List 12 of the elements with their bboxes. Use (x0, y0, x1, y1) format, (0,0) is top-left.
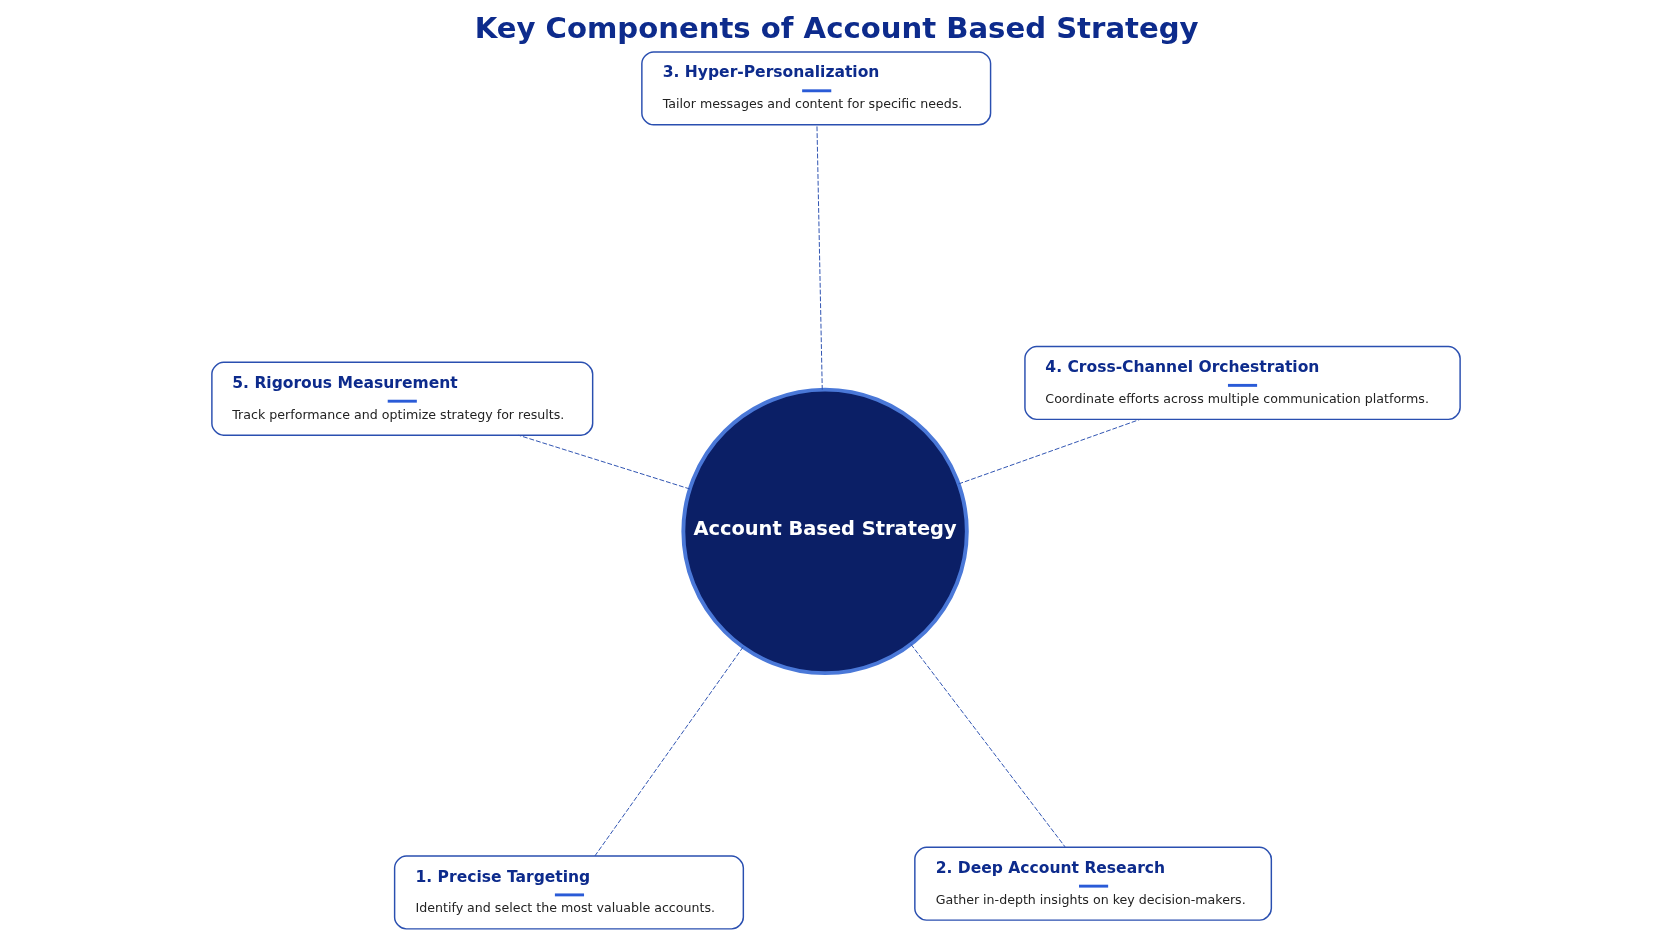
node-box: 3. Hyper-Personalization Tailor messages and content for specific needs. (641, 51, 992, 126)
connector (816, 124, 823, 391)
connector (958, 418, 1141, 485)
connector (910, 643, 1066, 848)
node-box: 1. Precise Targeting Identify and select the most valuable accounts. (393, 855, 745, 930)
connector (594, 646, 744, 857)
node-box: 5. Rigorous Measurement Track performance and optimize strategy for results. (211, 361, 594, 436)
connector (518, 434, 691, 490)
node-box: 2. Deep Account Research Gather in-depth insights on key decision-makers. (914, 846, 1273, 921)
node-circle: Account Based Strategy (681, 387, 969, 676)
node-box: 4. Cross-Channel Orchestration Coordinate efforts across multiple communication platforms. (1024, 345, 1461, 421)
diagram-title: Key Components of Account Based Strategy (474, 11, 1199, 46)
